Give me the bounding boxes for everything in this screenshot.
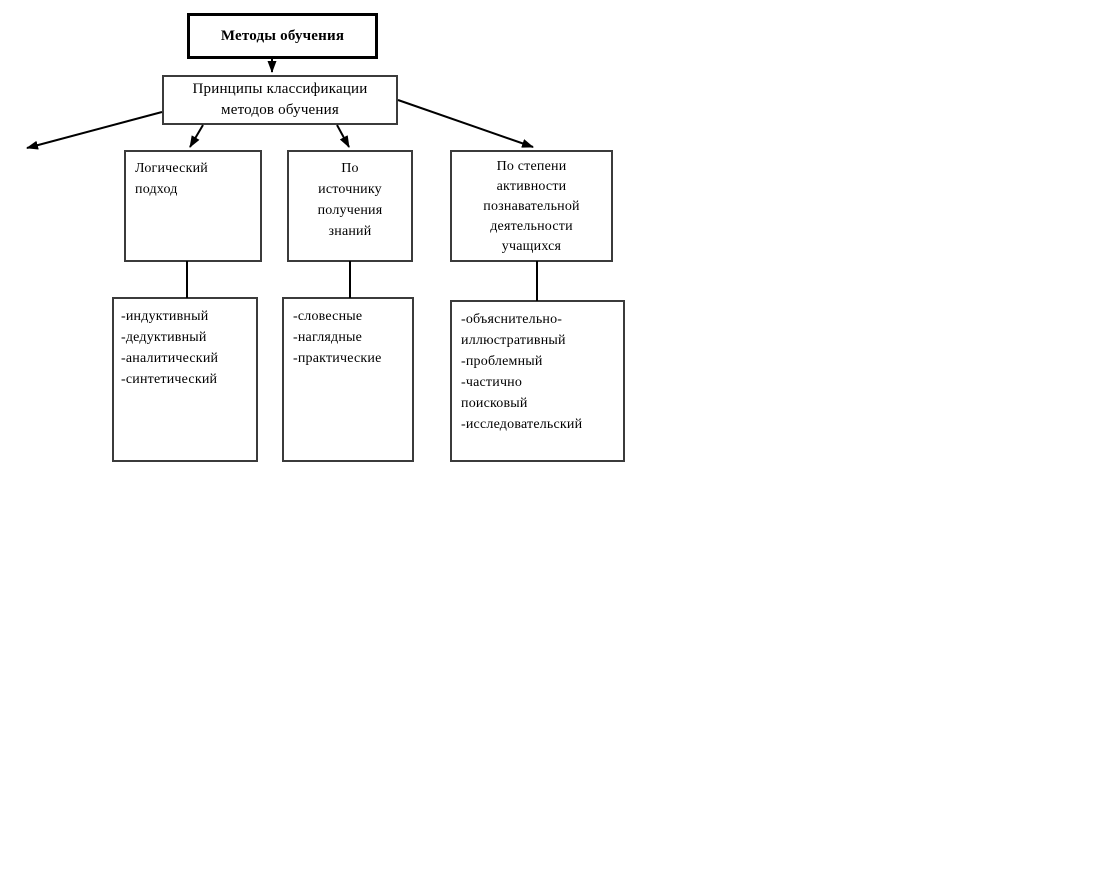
text-line: деятельности xyxy=(490,219,573,234)
text-line: -практические xyxy=(293,351,382,366)
text-line: Логический xyxy=(135,161,208,176)
arrow-principles-to-source xyxy=(336,124,350,148)
text-line: знаний xyxy=(328,224,372,239)
text-line: -дедуктивный xyxy=(121,330,207,345)
text-line: активности xyxy=(496,179,567,194)
node-logical-approach-items: -индуктивный -дедуктивный -аналитический -с… xyxy=(112,297,258,462)
text-line: иллюстративный xyxy=(461,333,566,348)
text-line: подход xyxy=(135,182,178,197)
arrow-principles-to-activity xyxy=(397,99,534,148)
arrow-principles-to-left xyxy=(26,111,163,150)
text-line: -наглядные xyxy=(293,330,363,345)
text-line: познавательной xyxy=(483,199,580,214)
node-cognitive-activity-items: -объяснительно-иллюстративный -проблемный… xyxy=(450,300,625,462)
text-line: -индуктивный xyxy=(121,309,209,324)
text-line: Методы обучения xyxy=(220,27,345,44)
node-logical-approach: Логический подход xyxy=(124,150,262,262)
text-line: учащихся xyxy=(501,239,562,254)
text-line: По xyxy=(341,161,359,176)
text-line: -объяснительно- xyxy=(461,312,563,327)
text-line: Принципы классификации xyxy=(192,81,368,97)
text-line: -частично xyxy=(461,375,523,390)
arrow-principles-to-logical xyxy=(189,124,204,148)
text-line: -синтетический xyxy=(121,372,218,387)
node-knowledge-source: По источнику получения знаний xyxy=(287,150,413,262)
text-line: -словесные xyxy=(293,309,363,324)
text-line: -аналитический xyxy=(121,351,219,366)
node-cognitive-activity-degree: По степени активности познавательной деятел… xyxy=(450,150,613,262)
text-line: получения xyxy=(317,203,383,218)
node-teaching-methods: Методы обучения xyxy=(187,13,378,59)
text-line: По степени xyxy=(496,159,567,174)
text-line: источнику xyxy=(318,182,382,197)
text-line: поисковый xyxy=(461,396,528,411)
node-knowledge-source-items: -словесные -наглядные -практические xyxy=(282,297,414,462)
node-classification-principles: Принципы классификации методов обучения xyxy=(162,75,398,125)
text-line: -исследовательский xyxy=(461,417,583,432)
text-line: методов обучения xyxy=(221,102,339,118)
text-line: -проблемный xyxy=(461,354,543,369)
